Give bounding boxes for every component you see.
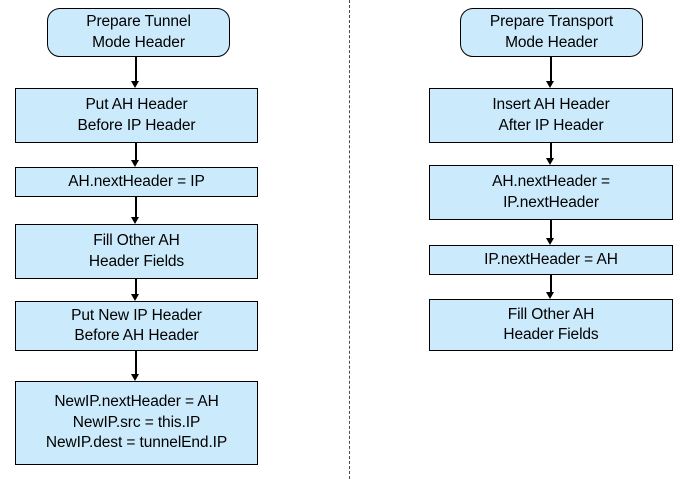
arrowhead-icon bbox=[546, 291, 555, 299]
arrow-line bbox=[550, 143, 552, 159]
arrowhead-icon bbox=[546, 157, 555, 165]
arrow-line bbox=[550, 57, 552, 82]
arrowhead-icon bbox=[546, 237, 555, 245]
node-transport-ip-nextheader[interactable]: IP.nextHeader = AH bbox=[429, 245, 673, 275]
node-tunnel-ah-nextheader[interactable]: AH.nextHeader = IP bbox=[15, 167, 258, 197]
arrow-line bbox=[550, 275, 552, 293]
node-tunnel-newip-fields[interactable]: NewIP.nextHeader = AH NewIP.src = this.I… bbox=[15, 381, 258, 465]
arrowhead-icon bbox=[546, 80, 555, 88]
column-divider bbox=[349, 0, 350, 479]
node-tunnel-start[interactable]: Prepare Tunnel Mode Header bbox=[47, 8, 230, 57]
node-transport-insert-ah[interactable]: Insert AH Header After IP Header bbox=[429, 88, 673, 143]
node-transport-fill-other[interactable]: Fill Other AH Header Fields bbox=[429, 299, 673, 351]
node-tunnel-put-ah[interactable]: Put AH Header Before IP Header bbox=[15, 88, 258, 143]
node-tunnel-put-new-ip[interactable]: Put New IP Header Before AH Header bbox=[15, 301, 258, 351]
node-transport-start[interactable]: Prepare Transport Mode Header bbox=[460, 8, 643, 57]
arrow-line bbox=[550, 220, 552, 239]
node-transport-ah-nextheader[interactable]: AH.nextHeader = IP.nextHeader bbox=[429, 165, 673, 220]
node-tunnel-fill-other[interactable]: Fill Other AH Header Fields bbox=[15, 224, 258, 279]
